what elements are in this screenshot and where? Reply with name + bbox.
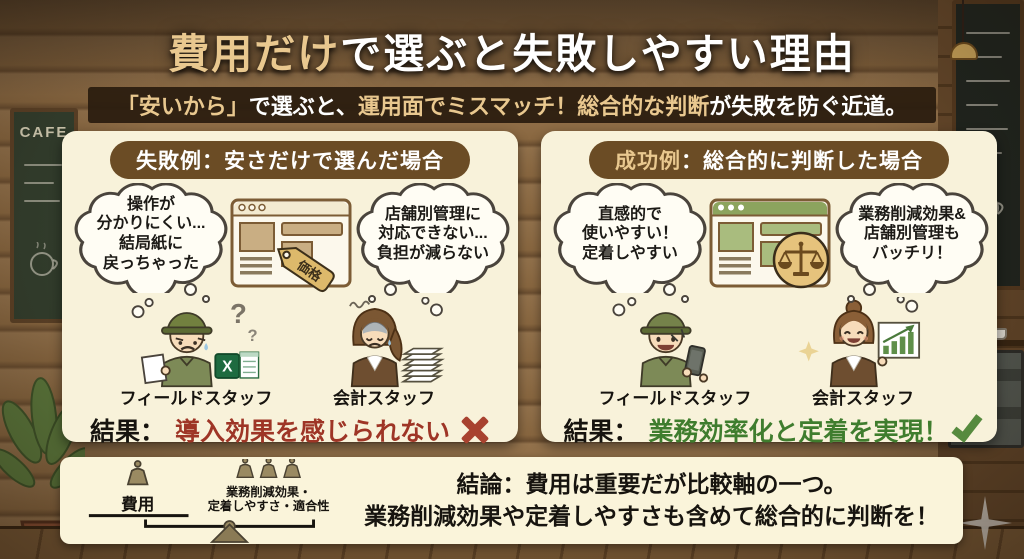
failure-result: 結果： 導入効果を感じられない [72,412,508,448]
success-panel: 成功例：総合的に判断した場合 直感的で 使いやすい！ 定着しやすい [541,131,997,446]
failure-characters-row: ? ? X [72,297,508,407]
svg-text:?: ? [230,298,247,329]
page-title: 費用だけで選ぶと失敗しやすい理由 [0,20,1024,80]
conclusion-line1: 結論：費用は重要だが比較軸の一つ。 [456,471,847,498]
conclusion-text: 結論：費用は重要だが比較軸の一つ。 業務削減効果や定着しやすさも含めて総合的に判… [354,469,949,531]
subtitle-seg2: で選ぶと、 [248,94,358,119]
title-highlight: 費用だけ [168,31,341,77]
chalk-doodle [24,200,60,202]
bubble-text: 直感的で 使いやすい！ 定着しやすい [581,205,678,262]
top-shadow-band [0,0,1024,95]
success-bubble-row: 直感的で 使いやすい！ 定着しやすい [551,183,989,303]
bubble-tail [663,283,676,296]
balance-seesaw-icon: 費用 業務削減効果・ 定着しやすさ・適合性 [88,458,330,543]
happy-field-staff-icon [612,297,709,388]
chalk-doodle [966,104,998,106]
scale-left-label: 費用 [121,493,154,513]
staff-label: 会計スタッフ [812,389,914,408]
header-highlight: 成功例 [615,150,681,173]
x-mark-icon [460,415,490,445]
field-staff-character: フィールドスタッフ [590,297,760,407]
result-text: 業務効率化と定着を実現！ [648,418,949,446]
balance-scale-icon [772,231,830,289]
bubble-tail [863,283,876,296]
bubble-tail [184,283,197,296]
stressed-accounting-staff-icon [349,297,445,388]
cloud-bubble-shape [835,183,989,293]
cafe-sign-text: CAFE [14,124,74,141]
failure-panel: 失敗例：安さだけで選んだ場合 操作が 分かりにくい... 結局紙に 戻っちゃった [62,131,518,446]
cloud-bubble-shape [356,183,510,293]
staff-label: フィールドスタッフ [598,389,752,408]
conclusion-line2: 業務削減効果や定着しやすさも含めて総合的に判断を！ [364,502,939,529]
happy-accounting-staff-icon [798,297,921,388]
svg-text:?: ? [248,326,258,345]
bubble-text: 店舗別管理に 対応できない... 負担が減らない [376,205,489,262]
conclusion-bar: 費用 業務削減効果・ 定着しやすさ・適合性 結論：費用は重要だが比較軸の一つ。 … [60,457,963,544]
staff-label: 会計スタッフ [333,389,435,408]
success-result: 結果： 業務効率化と定着を実現！ [551,409,987,448]
bubble-text: 操作が 分かりにくい... 結局紙に 戻っちゃった [96,195,206,272]
chalk-doodle [966,80,1010,82]
excel-icon-label: X [222,359,233,376]
subtitle-seg1: 「安いから」 [116,94,249,119]
result-prefix: 結果： [563,418,639,446]
chalk-doodle [966,56,1002,58]
failure-bubble-row: 操作が 分かりにくい... 結局紙に 戻っちゃった 価格 [72,183,510,303]
bubble-text: 業務削減効果& 店舗別管理も バッチリ！ [858,205,966,262]
thought-bubble: 操作が 分かりにくい... 結局紙に 戻っちゃった [72,183,230,303]
paper-stack-icon [400,347,445,383]
accounting-staff-character: 会計スタッフ [299,297,469,407]
subtitle-seg3: 運用面でミスマッチ！総合的な判断 [357,94,710,119]
bubble-tail [202,295,210,303]
chalk-doodle [966,32,1010,34]
software-browser-balance-icon [709,198,831,289]
chalk-doodle [24,182,54,184]
bubble-tail [681,295,689,303]
software-browser-price-icon: 価格 [230,198,352,293]
field-staff-character: ? ? X [111,297,281,407]
accounting-staff-character: 会計スタッフ [778,297,948,407]
scale-right-label-line1: 業務削減効果・ [225,484,311,499]
bubble-tail [384,283,397,296]
failure-panel-header: 失敗例：安さだけで選んだ場合 [110,141,470,179]
scale-right-label-line2: 定着しやすさ・適合性 [208,497,330,512]
lamp-cord [962,0,964,42]
chalk-doodle [24,164,62,166]
success-panel-header: 成功例：総合的に判断した場合 [589,141,949,179]
result-prefix: 結果： [89,418,165,446]
bubble-tail [368,295,376,303]
check-mark-icon [950,409,983,443]
cloud-bubble-shape [553,183,707,293]
title-rest: で選ぶと失敗しやすい理由 [340,31,856,77]
chalk-cup-icon [30,242,58,276]
thought-bubble: 直感的で 使いやすい！ 定着しやすい [551,183,709,303]
growth-chart-icon [877,321,921,359]
chalk-doodle [966,128,1008,130]
bubble-tail [847,295,855,303]
sparkle-icon [798,341,819,362]
success-characters-row: フィールドスタッフ [551,297,987,407]
header-rest: ：総合的に判断した場合 [681,150,923,173]
lamp-icon [950,42,978,60]
subtitle-banner: 「安いから」で選ぶと、運用面でミスマッチ！総合的な判断が失敗を防ぐ近道。 [88,87,936,123]
smartphone-icon [684,345,706,377]
thought-bubble: 業務削減効果& 店舗別管理も バッチリ！ [833,183,991,303]
staff-label: フィールドスタッフ [119,389,273,408]
cloud-bubble-shape [74,183,228,293]
subtitle-seg4: が失敗を防ぐ近道。 [709,94,908,119]
confused-field-staff-icon: ? ? X [131,298,260,388]
result-text: 導入効果を感じられない [175,418,451,446]
thought-bubble: 店舗別管理に 対応できない... 負担が減らない [354,183,512,303]
